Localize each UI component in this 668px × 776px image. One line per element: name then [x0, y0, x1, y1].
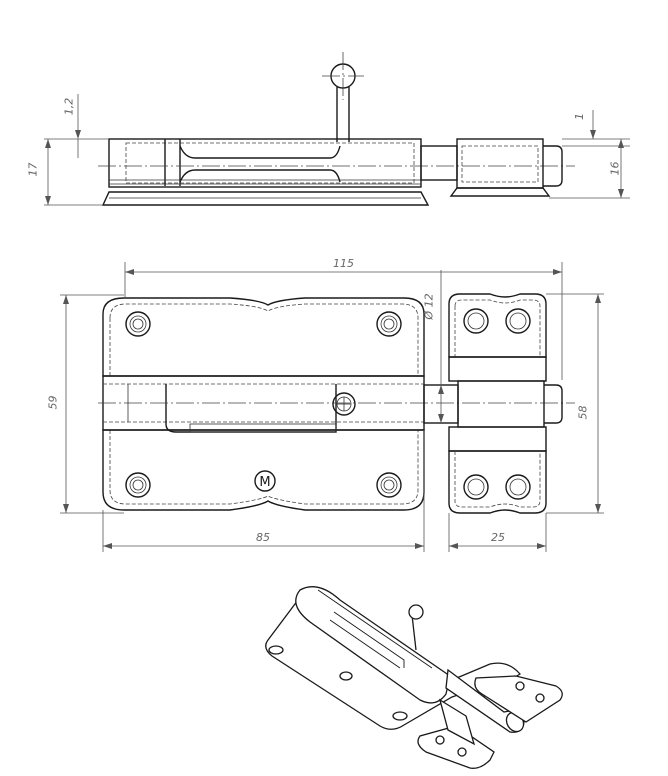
side-view-handle [322, 52, 364, 142]
front-view-keeper-bottom [448, 426, 547, 514]
front-view-keeper-top [448, 293, 547, 382]
side-view-keeper [420, 138, 563, 197]
front-view: M [60, 262, 604, 552]
dim-label-59: 59 [46, 395, 60, 410]
side-view [44, 52, 630, 206]
dim-label-115: 115 [333, 257, 354, 270]
dim-label-85: 85 [256, 531, 270, 544]
side-view-dims-right [549, 110, 630, 199]
front-view-dims [60, 262, 604, 552]
isometric-view [265, 586, 563, 769]
side-view-body [98, 138, 575, 206]
front-view-bolt-housing [98, 375, 575, 433]
dim-label-16: 16 [608, 161, 622, 176]
front-view-bolt [423, 380, 563, 428]
logo-mark [254, 470, 276, 492]
front-view-top-plate [102, 297, 425, 377]
logo-letter: M [259, 475, 270, 490]
front-view-bottom-plate: M [102, 429, 425, 511]
dim-label-1-2: 1,2 [62, 97, 76, 116]
dim-label-1: 1 [573, 113, 586, 120]
dim-label-diameter: Ø 12 [422, 293, 436, 320]
side-view-dims-left [44, 94, 109, 206]
dim-label-17: 17 [26, 162, 40, 177]
dim-label-25: 25 [491, 531, 505, 544]
dim-label-58: 58 [576, 405, 590, 420]
